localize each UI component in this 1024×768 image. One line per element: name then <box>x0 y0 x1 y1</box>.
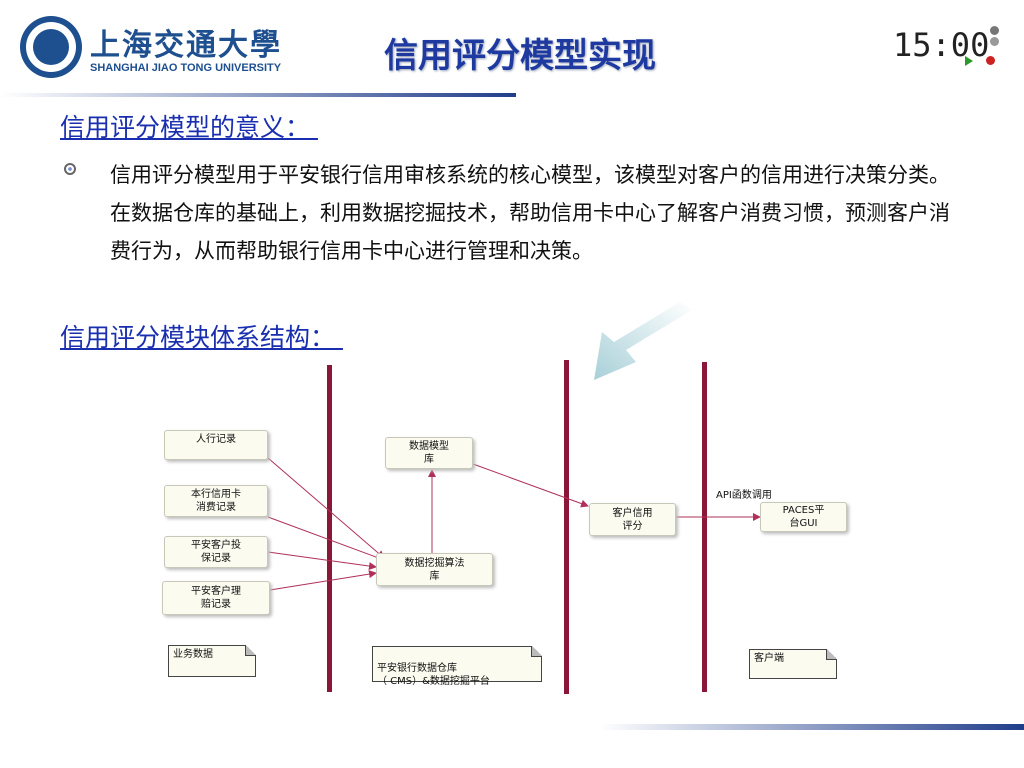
data-mining-algorithm-library-box: 数据挖掘算法 库 <box>376 553 493 586</box>
logo-english-name: SHANGHAI JIAO TONG UNIVERSITY <box>90 62 282 74</box>
note-client: 客户端 <box>749 649 837 679</box>
divider-pillar-warehouse <box>564 360 569 694</box>
source-box-card-consumption: 本行信用卡 消费记录 <box>164 485 268 517</box>
note-data-warehouse-text: 平安银行数据仓库 （ CMS）&数据挖掘平台 <box>377 663 490 687</box>
bullet-icon <box>64 163 76 175</box>
university-seal-icon <box>20 16 82 78</box>
page-title: 信用评分模型实现 <box>384 36 656 76</box>
divider-pillar-client <box>702 362 707 692</box>
footer-divider <box>600 724 1024 730</box>
section-heading-architecture: 信用评分模块体系结构： <box>60 323 343 352</box>
university-logo: 上海交通大學 SHANGHAI JIAO TONG UNIVERSITY <box>20 16 281 82</box>
timer-menu-icon[interactable] <box>990 37 999 46</box>
timer-stop-icon[interactable] <box>986 56 995 65</box>
section-heading-significance: 信用评分模型的意义： <box>60 113 318 142</box>
data-model-library-box: 数据模型 库 <box>385 437 473 469</box>
clock-readout: 15:00 <box>893 26 990 64</box>
callout-arrow-icon <box>594 302 692 380</box>
header-divider <box>0 93 516 97</box>
bullet-text: 信用评分模型用于平安银行信用审核系统的核心模型，该模型对客户的信用进行决策分类。… <box>110 163 950 263</box>
timer-play-icon[interactable] <box>965 56 973 66</box>
divider-pillar-business <box>327 365 332 692</box>
timer-settings-icon[interactable] <box>990 26 999 35</box>
note-business-data-text: 业务数据 <box>173 649 213 660</box>
customer-credit-score-box: 客户信用 评分 <box>589 503 676 536</box>
note-business-data: 业务数据 <box>168 645 256 677</box>
api-call-label: API函数调用 <box>716 490 772 501</box>
source-box-pboc-record: 人行记录 <box>164 430 268 460</box>
note-client-text: 客户端 <box>754 653 784 664</box>
note-data-warehouse: 平安银行数据仓库 （ CMS）&数据挖掘平台 <box>372 646 542 687</box>
logo-chinese-name: 上海交通大學 <box>90 28 282 63</box>
source-box-insurance-record: 平安客户投 保记录 <box>164 536 268 568</box>
source-box-claims-record: 平安客户理 赔记录 <box>162 581 270 615</box>
paces-gui-box: PACES平 台GUI <box>760 502 847 532</box>
